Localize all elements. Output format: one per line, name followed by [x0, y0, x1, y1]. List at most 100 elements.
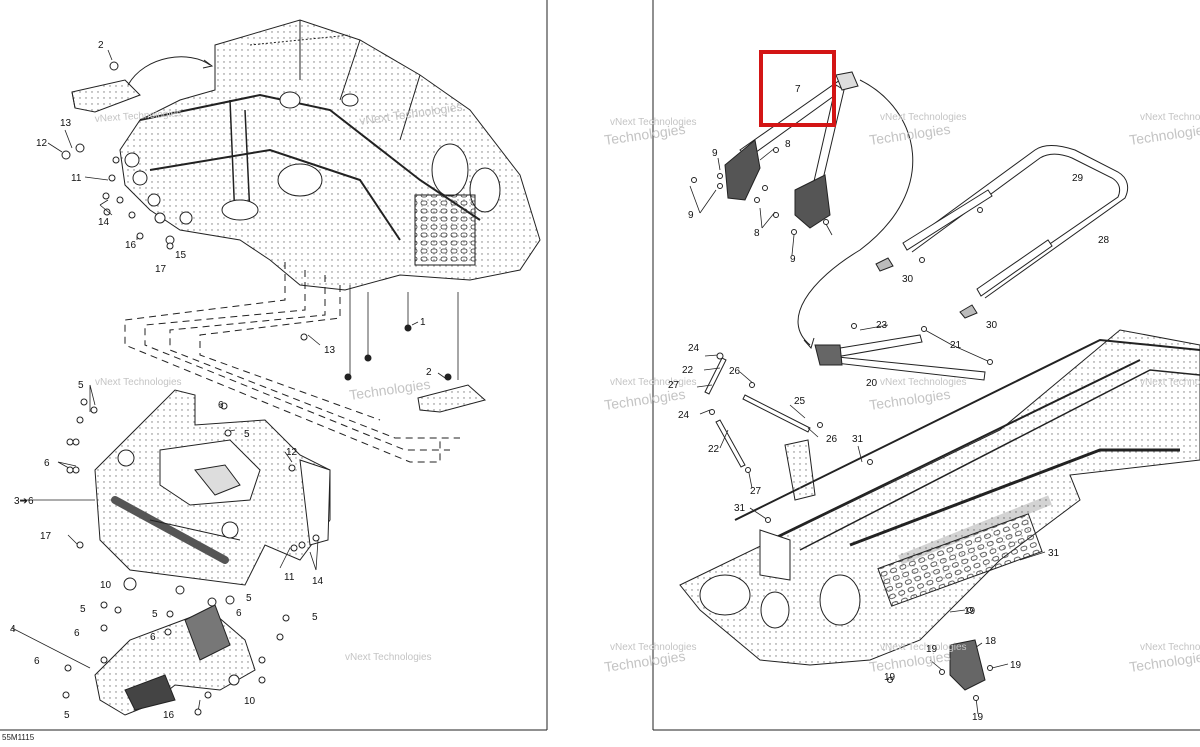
callout: 23 — [876, 320, 888, 331]
svg-text:vNext Technologies: vNext Technologies — [880, 112, 967, 123]
engine-plate — [94, 389, 331, 586]
bottom-mount-4 — [94, 604, 256, 716]
callout: 14 — [98, 217, 110, 228]
callout-labels-left: 2 13 12 11 14 16 17 15 1 13 2 5 6 5 6 3➔… — [10, 40, 432, 721]
callout: 26 — [729, 366, 741, 377]
callout: 27 — [750, 486, 762, 497]
bumper-29 — [904, 145, 1129, 299]
callout: 13 — [60, 118, 72, 129]
callout: 10 — [244, 696, 256, 707]
fasteners-right — [691, 147, 993, 701]
callout: 2 — [98, 40, 104, 51]
callout: 5 — [244, 429, 250, 440]
callout: 30 — [986, 320, 998, 331]
callout: 30 — [902, 274, 914, 285]
svg-text:vNext Technologies: vNext Technologies — [1140, 112, 1200, 123]
callout: 6 — [150, 632, 156, 643]
svg-text:vNext Technologies: vNext Technologies — [345, 652, 432, 663]
callout: 8 — [785, 139, 791, 150]
callout: 28 — [1098, 235, 1110, 246]
svg-text:vNext Technologies: vNext Technologies — [95, 377, 182, 388]
callout: 9 — [790, 254, 796, 265]
svg-text:vNext Technologies: vNext Technologies — [1140, 642, 1200, 653]
callout: 8 — [754, 228, 760, 239]
callout: 12 — [286, 447, 298, 458]
callout: 18 — [985, 636, 997, 647]
callout-7: 7 — [795, 84, 801, 95]
callout: 6 — [218, 400, 224, 411]
callout: 16 — [163, 710, 175, 721]
callout: 29 — [1072, 173, 1084, 184]
callout: 21 — [950, 340, 962, 351]
tube-28 — [902, 189, 1053, 297]
fasteners-lower-left — [62, 242, 452, 716]
callout: 12 — [36, 138, 48, 149]
dashed-guide-lines — [124, 262, 460, 463]
callout-labels-right: 7 8 9 9 8 9 29 28 30 30 23 21 24 22 26 2… — [668, 84, 1110, 723]
diagram-code: 55M1115 — [2, 733, 35, 742]
callout: 5 — [80, 604, 86, 615]
frame-part-7 — [724, 71, 859, 229]
callout: 14 — [312, 576, 324, 587]
bracket-2-bottom — [417, 384, 487, 413]
callout: 11 — [284, 572, 295, 583]
callout: 1 — [420, 317, 426, 328]
callout: 16 — [125, 240, 137, 251]
svg-text:vNext Technologies: vNext Technologies — [880, 642, 967, 653]
callout: 5 — [312, 612, 318, 623]
callout: 19 — [964, 606, 976, 617]
svg-text:vNext Technologies: vNext Technologies — [1140, 377, 1200, 388]
callout: 6 — [34, 656, 40, 667]
callout: 11 — [71, 173, 82, 184]
callout: 31 — [734, 503, 746, 514]
connector-curve — [797, 79, 914, 346]
callout: 24 — [678, 410, 690, 421]
callout: 27 — [668, 380, 680, 391]
callout: 5 — [152, 609, 158, 620]
svg-text:vNext Technologies: vNext Technologies — [610, 377, 697, 388]
svg-text:Technologies: Technologies — [868, 386, 951, 413]
watermarks: vNext Technologies vNext Technologies vN… — [94, 100, 1200, 675]
arrow-curve — [127, 56, 211, 86]
callout: 17 — [155, 264, 167, 275]
callout: 19 — [926, 644, 938, 655]
callout: 24 — [688, 343, 700, 354]
svg-text:Technologies: Technologies — [868, 121, 951, 148]
callout: 15 — [175, 250, 187, 261]
callout: 25 — [794, 396, 806, 407]
bracket-2-top — [71, 79, 141, 113]
caps-30 — [875, 257, 978, 319]
callout: 10 — [100, 580, 112, 591]
callout: 2 — [426, 367, 432, 378]
highlight-box[interactable] — [759, 50, 836, 127]
callout: 13 — [324, 345, 336, 356]
tunnel-assembly — [679, 329, 1200, 666]
svg-text:vNext Technologies: vNext Technologies — [610, 642, 697, 653]
bracket-18 — [949, 639, 986, 691]
svg-text:vNext Technologies: vNext Technologies — [880, 377, 967, 388]
callout: 22 — [682, 365, 694, 376]
callout: 19 — [884, 672, 896, 683]
svg-text:Technologies: Technologies — [1128, 121, 1200, 148]
callout: 9 — [688, 210, 694, 221]
callout: 22 — [708, 444, 720, 455]
callout: 19 — [972, 712, 984, 723]
bars-22-25 — [704, 357, 816, 501]
callout: 17 — [40, 531, 52, 542]
callout: 31 — [1048, 548, 1060, 559]
fasteners-left — [61, 61, 193, 245]
callout: 5 — [78, 380, 84, 391]
callout: 20 — [866, 378, 878, 389]
callout: 4 — [10, 624, 16, 635]
frame-assembly — [119, 19, 541, 291]
a-frame-20 — [814, 334, 986, 381]
callout: 3➔6 — [14, 496, 34, 507]
callout: 5 — [246, 593, 252, 604]
callout: 6 — [236, 608, 242, 619]
svg-text:vNext Technologies: vNext Technologies — [610, 117, 697, 128]
callout: 19 — [1010, 660, 1022, 671]
callout: 6 — [44, 458, 50, 469]
callout: 9 — [712, 148, 718, 159]
